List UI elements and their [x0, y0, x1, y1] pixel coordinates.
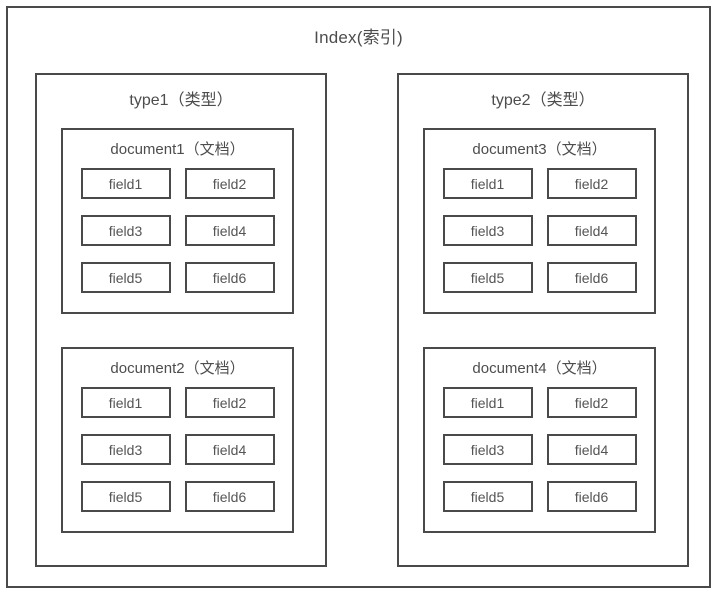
field-box: field5 — [442, 481, 533, 512]
type-box-1: type1（类型） document1（文档） field1 field2 fi… — [35, 73, 327, 567]
field-grid: field1 field2 field3 field4 field5 field… — [80, 168, 275, 293]
document-title: document4（文档） — [472, 360, 607, 377]
field-box: field1 — [80, 387, 171, 418]
index-container: Index(索引) type1（类型） document1（文档） field1… — [6, 6, 711, 588]
type-title: type2（类型） — [491, 92, 595, 109]
field-box: field4 — [184, 434, 275, 465]
field-box: field4 — [546, 434, 637, 465]
field-grid: field1 field2 field3 field4 field5 field… — [442, 387, 637, 512]
field-grid: field1 field2 field3 field4 field5 field… — [442, 168, 637, 293]
type-title: type1（类型） — [129, 92, 233, 109]
field-box: field3 — [442, 215, 533, 246]
field-box: field5 — [80, 262, 171, 293]
index-title: Index(索引) — [314, 28, 403, 47]
types-row: type1（类型） document1（文档） field1 field2 fi… — [8, 8, 709, 586]
field-box: field1 — [442, 168, 533, 199]
field-box: field3 — [80, 215, 171, 246]
document-box: document2（文档） field1 field2 field3 field… — [61, 347, 294, 533]
field-box: field1 — [80, 168, 171, 199]
field-box: field6 — [184, 481, 275, 512]
field-grid: field1 field2 field3 field4 field5 field… — [80, 387, 275, 512]
field-box: field2 — [184, 387, 275, 418]
field-box: field5 — [80, 481, 171, 512]
document-box: document1（文档） field1 field2 field3 field… — [61, 128, 294, 314]
field-box: field3 — [80, 434, 171, 465]
field-box: field3 — [442, 434, 533, 465]
field-box: field2 — [546, 168, 637, 199]
field-box: field6 — [184, 262, 275, 293]
document-title: document2（文档） — [110, 360, 245, 377]
field-box: field5 — [442, 262, 533, 293]
document-box: document4（文档） field1 field2 field3 field… — [423, 347, 656, 533]
document-box: document3（文档） field1 field2 field3 field… — [423, 128, 656, 314]
field-box: field6 — [546, 262, 637, 293]
field-box: field4 — [546, 215, 637, 246]
document-title: document1（文档） — [110, 141, 245, 158]
field-box: field6 — [546, 481, 637, 512]
field-box: field2 — [546, 387, 637, 418]
field-box: field2 — [184, 168, 275, 199]
document-title: document3（文档） — [472, 141, 607, 158]
field-box: field1 — [442, 387, 533, 418]
type-box-2: type2（类型） document3（文档） field1 field2 fi… — [397, 73, 689, 567]
field-box: field4 — [184, 215, 275, 246]
